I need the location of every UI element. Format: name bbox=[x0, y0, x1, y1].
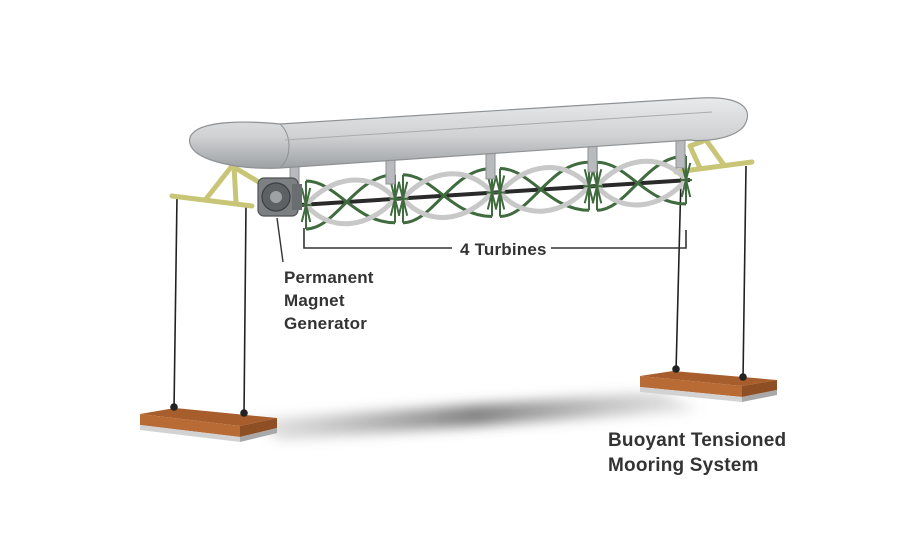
ground-shadow bbox=[250, 392, 700, 440]
right-anchor-block bbox=[640, 371, 777, 402]
generator-label-line-1: Permanent bbox=[284, 268, 374, 287]
turbine-spoke bbox=[494, 175, 506, 210]
mooring-label-line-1: Buoyant Tensioned bbox=[608, 430, 787, 451]
turbine-blade bbox=[499, 160, 590, 218]
turbine-spoke bbox=[591, 169, 603, 204]
turbine-spoke bbox=[397, 181, 409, 216]
turbine-blade bbox=[595, 178, 688, 208]
turbine-array bbox=[300, 154, 692, 231]
generator-label: Permanent Magnet Generator bbox=[284, 266, 374, 335]
generator-label-line-2: Magnet bbox=[284, 291, 345, 310]
left-anchor-block bbox=[140, 408, 277, 442]
turbine-blade bbox=[305, 173, 396, 231]
turbine-blade bbox=[498, 165, 591, 195]
turbines-bracket bbox=[303, 228, 687, 249]
turbine-2 bbox=[397, 167, 498, 225]
turbine-blade bbox=[498, 184, 591, 214]
turbine-4 bbox=[591, 154, 692, 212]
left-support-frame bbox=[169, 163, 265, 209]
turbine-blade bbox=[402, 167, 493, 225]
turbine-spoke bbox=[300, 187, 312, 223]
turbine-spoke bbox=[583, 169, 595, 204]
turbine-1 bbox=[300, 173, 401, 231]
turbine-blade bbox=[401, 171, 494, 201]
turbine-blade bbox=[595, 158, 688, 188]
right-support-frame bbox=[673, 137, 755, 175]
turbine-spoke bbox=[486, 175, 498, 210]
turbine-blade bbox=[596, 154, 687, 212]
turbine-spoke bbox=[389, 181, 401, 216]
generator-leader bbox=[276, 217, 284, 263]
mooring-system-label: Buoyant Tensioned Mooring System bbox=[608, 428, 786, 478]
turbine-blade bbox=[401, 190, 494, 220]
mooring-label-line-2: Mooring System bbox=[608, 455, 759, 476]
turbine-blade bbox=[304, 177, 397, 207]
mooring-cables bbox=[170, 165, 747, 417]
generator-label-line-3: Generator bbox=[284, 314, 368, 333]
turbine-spoke bbox=[680, 162, 692, 198]
turbines-label: 4 Turbines bbox=[456, 240, 551, 260]
turbine-blade bbox=[304, 197, 397, 227]
generator-housing bbox=[257, 177, 302, 217]
pontoon bbox=[188, 97, 749, 169]
